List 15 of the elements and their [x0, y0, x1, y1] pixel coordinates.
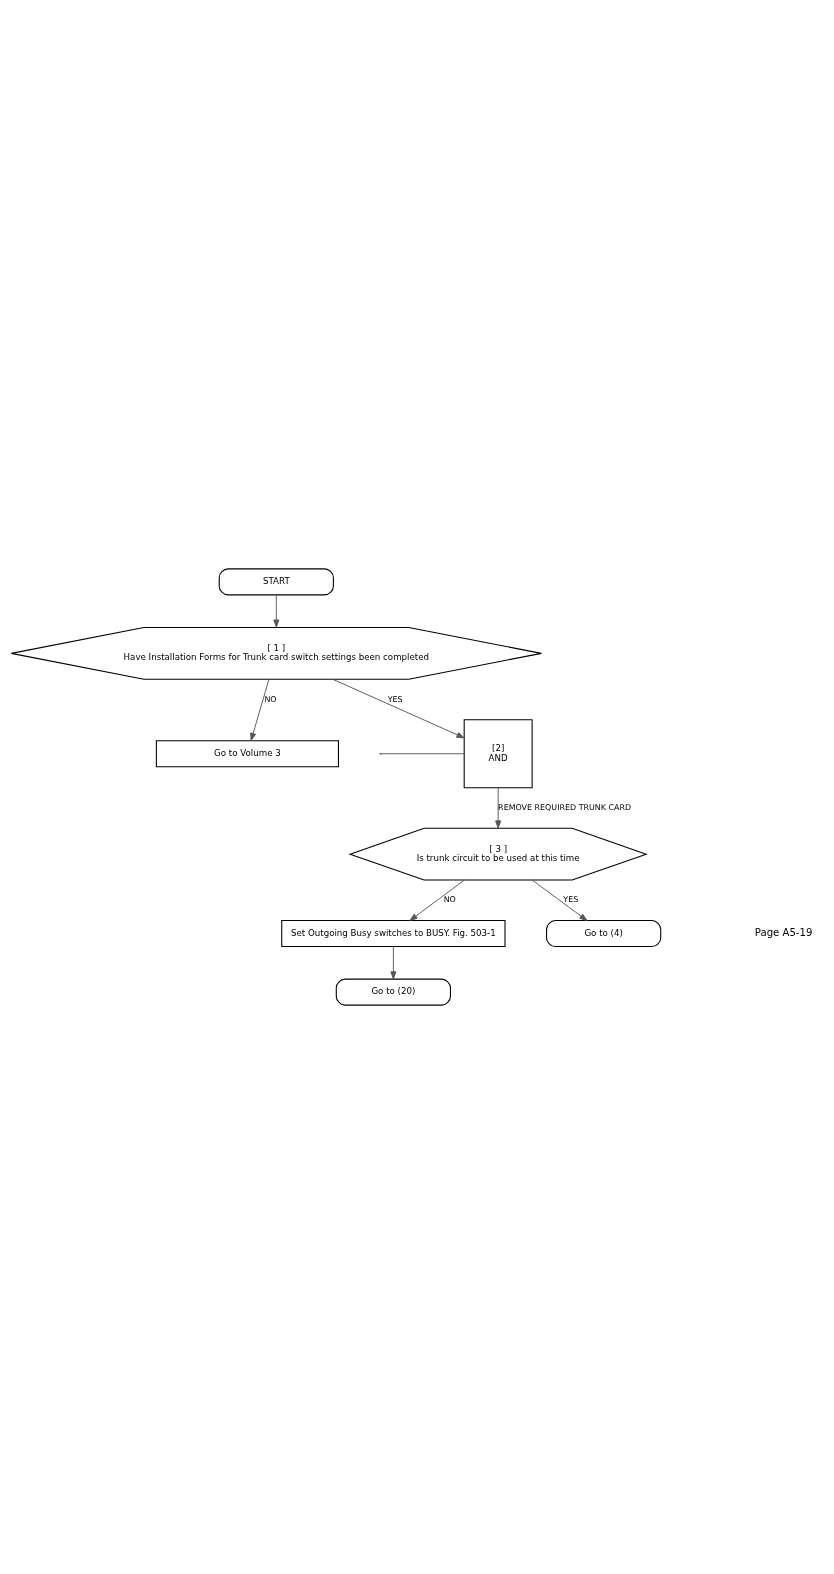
- arrow: [332, 678, 465, 739]
- arrow: [409, 879, 465, 921]
- arrow: [495, 787, 502, 829]
- label: Page A5-19: [754, 927, 813, 939]
- connector: [380, 753, 465, 755]
- arrow: [531, 879, 588, 921]
- arrow: [273, 594, 280, 628]
- node-box: Go to (4): [546, 920, 662, 948]
- arrow: [390, 946, 397, 980]
- node-box: Go to Volume 3: [155, 740, 339, 768]
- node-box: Go to (20): [335, 978, 451, 1006]
- node-box: Set Outgoing Busy switches to BUSY. Fig. 503-1: [281, 920, 506, 948]
- node-box: START: [218, 568, 334, 596]
- arrow: [250, 678, 270, 741]
- node-box: [2] AND: [463, 719, 533, 789]
